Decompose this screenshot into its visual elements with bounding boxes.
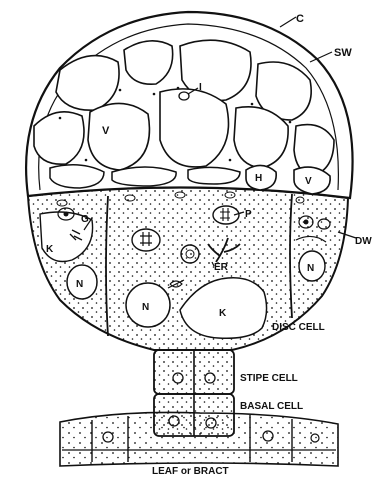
basal-cell-pair bbox=[154, 394, 234, 436]
label-stipe-cell: STIPE CELL bbox=[240, 373, 298, 384]
secretory-head bbox=[26, 12, 352, 198]
label-cuticle: C bbox=[296, 13, 304, 25]
label-er: ER bbox=[214, 262, 229, 273]
label-n-right: N bbox=[307, 263, 314, 274]
label-n-center: N bbox=[142, 302, 149, 313]
label-vacuole-upper: V bbox=[102, 125, 110, 137]
label-disc-wall: DW bbox=[355, 236, 372, 247]
label-disc-cell: DISC CELL bbox=[272, 322, 325, 333]
label-vacuole-right: V bbox=[305, 176, 312, 187]
stipe-cell-pair bbox=[154, 350, 234, 394]
label-secretory-wall: SW bbox=[334, 47, 352, 59]
label-hydrolysate: H bbox=[255, 173, 262, 184]
leader-cuticle bbox=[280, 17, 296, 27]
label-isolated-piece: I bbox=[199, 82, 202, 93]
label-plastid: P bbox=[245, 209, 252, 220]
label-k-center: K bbox=[219, 308, 227, 319]
label-leaf-or-bract: LEAF or BRACT bbox=[152, 466, 229, 477]
label-k-left: K bbox=[46, 244, 54, 255]
label-n-left: N bbox=[76, 279, 83, 290]
label-basal-cell: BASAL CELL bbox=[240, 401, 303, 412]
label-golgi: G bbox=[81, 214, 89, 225]
